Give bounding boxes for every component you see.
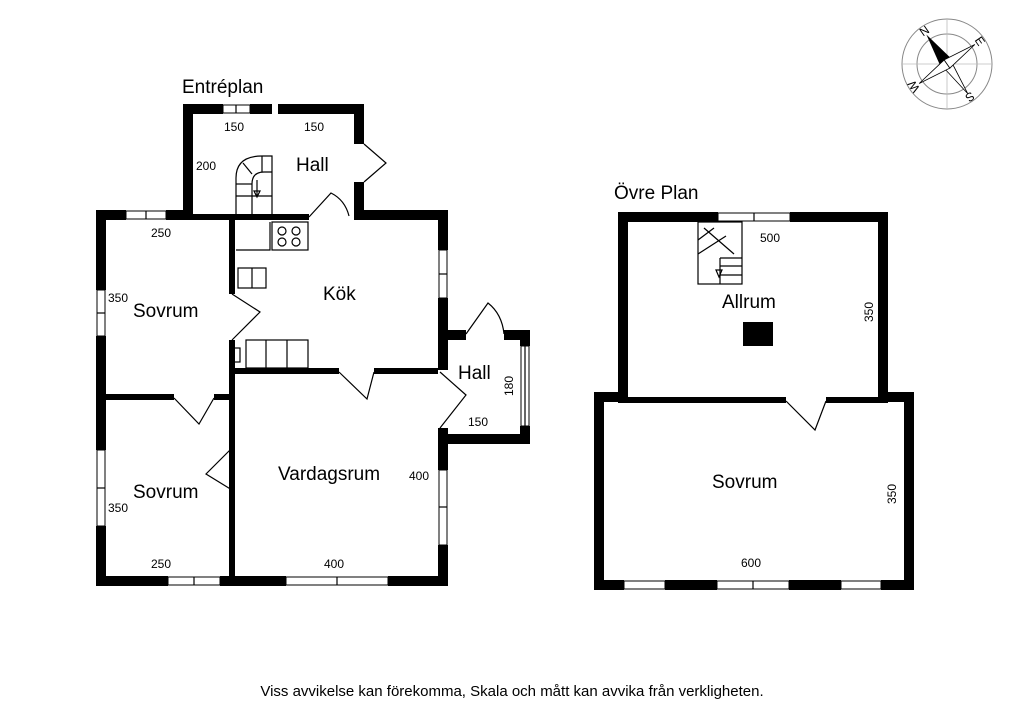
ground-doors bbox=[173, 143, 505, 491]
upper-floor-title: Övre Plan bbox=[614, 183, 698, 204]
upper-windows bbox=[623, 212, 882, 590]
upper-room-labels: Allrum Sovrum bbox=[712, 292, 777, 493]
dim-allrum-height: 350 bbox=[862, 302, 876, 322]
upper-doors bbox=[785, 400, 827, 432]
dim-hall-side-width: 150 bbox=[468, 415, 488, 429]
upper-dimensions: 500 350 350 600 bbox=[741, 231, 899, 570]
dim-sovrum-lower-height: 350 bbox=[108, 501, 128, 515]
dim-sovrum-upper-floor-height: 350 bbox=[885, 484, 899, 504]
dim-sovrum-upper-height: 350 bbox=[108, 291, 128, 305]
dim-hall-side-height: 180 bbox=[502, 376, 516, 396]
disclaimer-text: Viss avvikelse kan förekomma, Skala och … bbox=[260, 683, 763, 700]
room-label-kok: Kök bbox=[323, 284, 356, 305]
compass-icon: N E S W bbox=[901, 18, 993, 110]
upper-floor-plan: Övre Plan bbox=[594, 183, 914, 590]
room-label-sovrum-upper-floor: Sovrum bbox=[712, 472, 777, 493]
dim-sovrum-upper-floor-width: 600 bbox=[741, 556, 761, 570]
room-label-hall-top: Hall bbox=[296, 155, 329, 176]
ground-floor-title: Entréplan bbox=[182, 77, 263, 98]
room-label-allrum: Allrum bbox=[722, 292, 776, 313]
ground-floor-plan: Entréplan bbox=[96, 77, 530, 586]
upper-walls bbox=[594, 212, 914, 590]
dim-hall-width-2: 150 bbox=[304, 120, 324, 134]
dim-hall-width-1: 150 bbox=[224, 120, 244, 134]
dim-sovrum-upper-width: 250 bbox=[151, 226, 171, 240]
ground-dimensions: 150 150 200 250 350 350 250 400 400 150 … bbox=[108, 120, 516, 571]
ground-outer-walls bbox=[96, 104, 530, 586]
dim-sovrum-lower-width: 250 bbox=[151, 557, 171, 571]
dim-allrum-width: 500 bbox=[760, 231, 780, 245]
ground-interior-walls bbox=[106, 214, 438, 576]
dim-hall-height: 200 bbox=[196, 159, 216, 173]
upper-fixtures bbox=[697, 221, 773, 346]
ground-fixtures bbox=[233, 155, 309, 369]
dim-vardagsrum-height: 400 bbox=[409, 469, 429, 483]
ground-room-labels: Hall Kök Sovrum Sovrum Vardagsrum Hall bbox=[133, 155, 491, 503]
room-label-sovrum-upper: Sovrum bbox=[133, 301, 198, 322]
room-label-sovrum-lower: Sovrum bbox=[133, 482, 198, 503]
ground-windows bbox=[96, 104, 530, 586]
dim-vardagsrum-width: 400 bbox=[324, 557, 344, 571]
room-label-vardagsrum: Vardagsrum bbox=[278, 464, 380, 485]
room-label-hall-side: Hall bbox=[458, 363, 491, 384]
